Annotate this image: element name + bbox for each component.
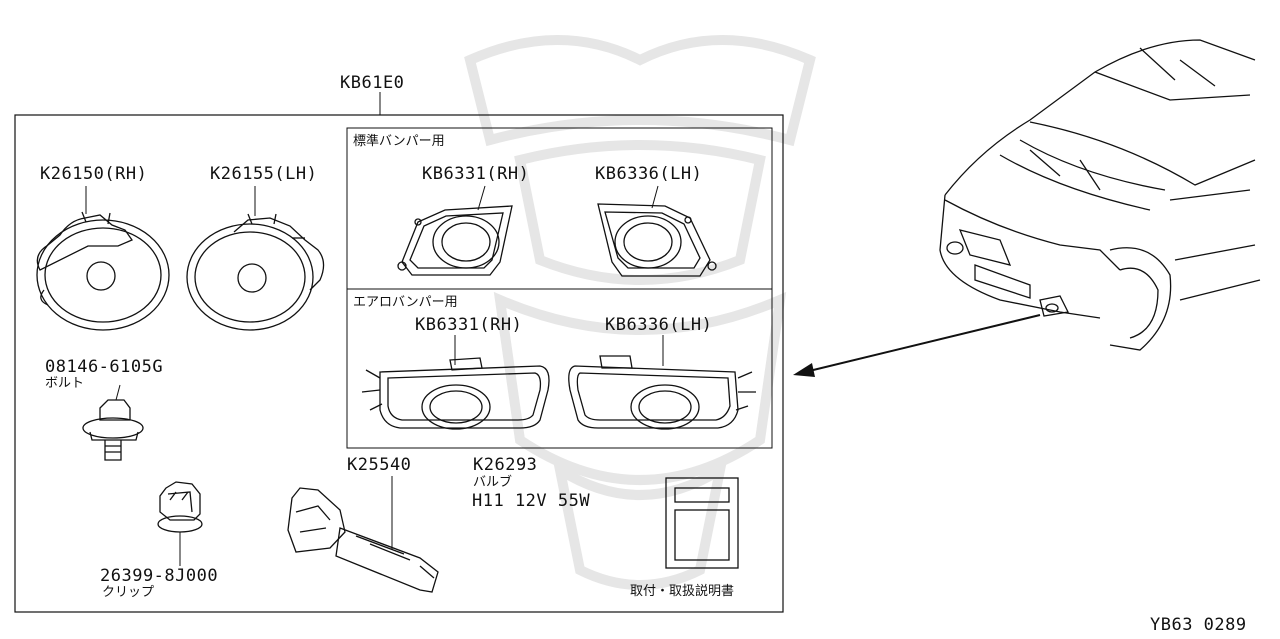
fog-lamp-lh-label: K26155(LH) [210, 166, 317, 183]
std-finisher-lh-side: (LH) [659, 164, 703, 184]
fog-lamp-rh-drawing [36, 211, 170, 331]
fog-lamp-lh-drawing [186, 213, 325, 331]
bolt-part-number: 08146-6105G [45, 357, 164, 377]
location-arrow [793, 314, 1041, 377]
aero-finisher-lh-part-number: KB6336 [605, 315, 670, 335]
aero-finisher-lh-label: KB6336(LH) [605, 317, 712, 334]
aero-finisher-lh-side: (LH) [669, 315, 713, 335]
aero-finisher-rh-part-number: KB6331 [415, 315, 480, 335]
std-finisher-lh-part-number: KB6336 [595, 164, 660, 184]
std-finisher-lh-label: KB6336(LH) [595, 166, 702, 183]
manual-name: 取付・取扱説明書 [630, 584, 735, 599]
aero-finisher-lh-drawing [568, 355, 756, 430]
switch-drawing [287, 487, 439, 593]
bulb-name: バルブ [473, 475, 513, 490]
std-finisher-rh-label: KB6331(RH) [422, 166, 529, 183]
bulb-spec: H11 12V 55W [472, 491, 591, 511]
clip-part-number: 26399-8J000 [100, 566, 219, 586]
assembly-part-number: KB61E0 [340, 73, 405, 93]
aero-finisher-rh-side: (RH) [479, 315, 523, 335]
fog-lamp-lh-side: (LH) [274, 164, 318, 184]
bumper-finisher-frame [346, 127, 773, 449]
std-finisher-lh-drawing [597, 203, 717, 277]
std-finisher-rh-part-number: KB6331 [422, 164, 487, 184]
aero-finisher-rh-label: KB6331(RH) [415, 317, 522, 334]
diagram-code: YB63 0289 [1150, 615, 1247, 635]
bulb-part-number: K26293 [473, 455, 538, 475]
assembly-frame [14, 114, 784, 613]
clip-name: クリップ [102, 585, 155, 600]
bolt-name: ボルト [45, 376, 85, 391]
instruction-card-drawing [665, 477, 739, 569]
standard-bumper-title: 標準バンパー用 [353, 134, 445, 149]
watermark-emblem [464, 35, 816, 590]
std-finisher-rh-side: (RH) [486, 164, 530, 184]
aero-bumper-title: エアロバンパー用 [353, 295, 458, 310]
fog-lamp-rh-side: (RH) [104, 164, 148, 184]
clip-drawing [157, 481, 203, 533]
std-finisher-rh-drawing [397, 205, 513, 276]
switch-part-number: K25540 [347, 455, 412, 475]
fog-lamp-rh-part-number: K26150 [40, 164, 105, 184]
fog-lamp-lh-part-number: K26155 [210, 164, 275, 184]
aero-finisher-rh-drawing [361, 357, 550, 430]
fog-lamp-rh-label: K26150(RH) [40, 166, 147, 183]
bolt-drawing [82, 399, 144, 461]
vehicle-drawing [939, 39, 1261, 351]
